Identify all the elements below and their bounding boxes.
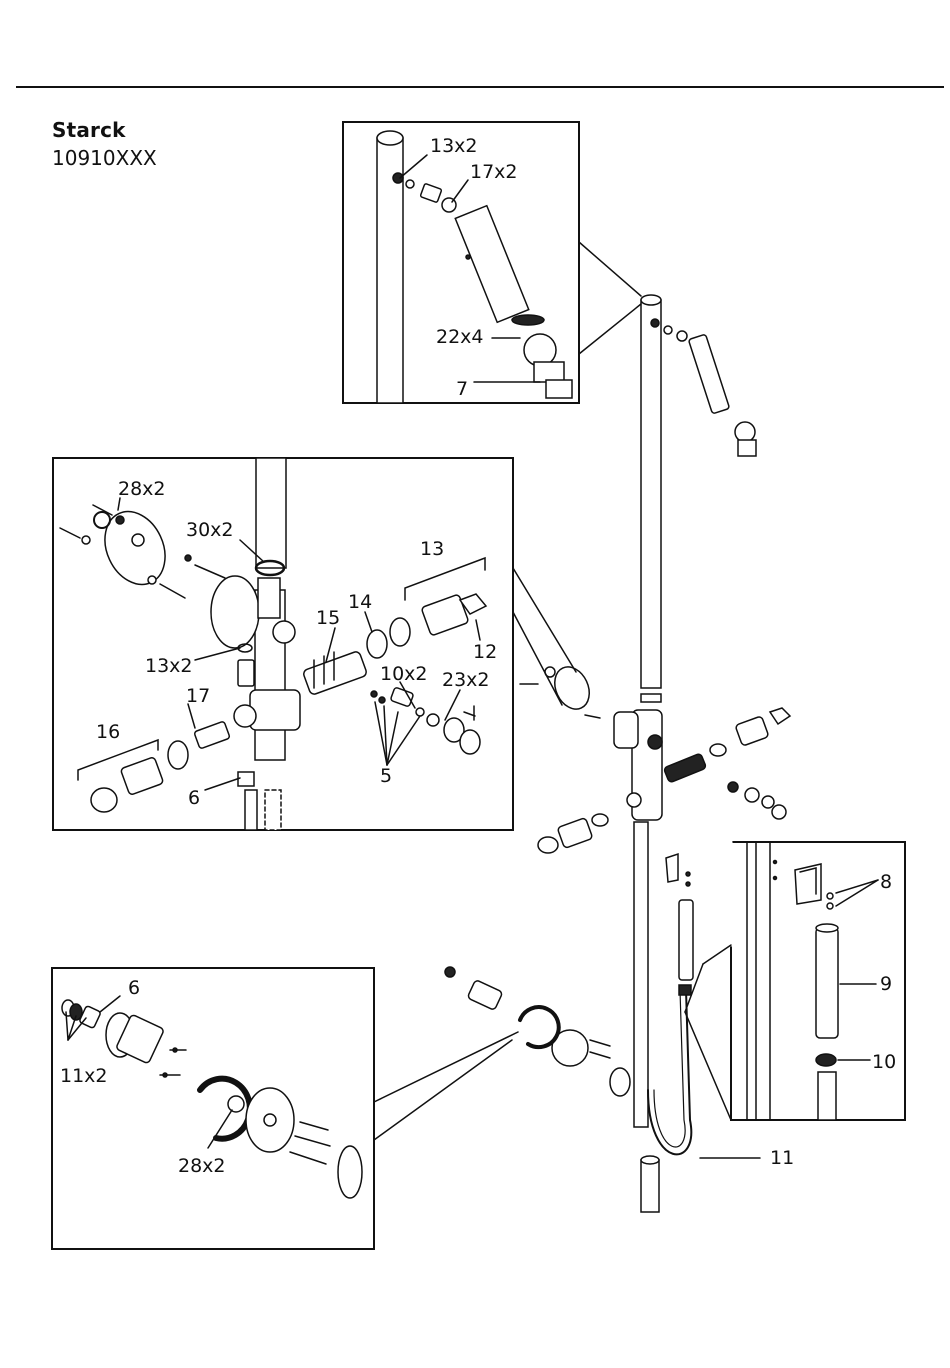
label-main-11: 11 (770, 1147, 794, 1169)
label-left-10x2: 10x2 (380, 663, 428, 685)
label-right-9: 9 (880, 973, 892, 995)
label-right-10: 10 (872, 1051, 896, 1073)
label-left-6: 6 (188, 787, 200, 809)
label-bottom-6: 6 (128, 977, 140, 999)
label-right-8: 8 (880, 871, 892, 893)
label-left-23x2: 23x2 (442, 669, 490, 691)
label-left-5: 5 (380, 765, 392, 787)
label-left-15: 15 (316, 607, 340, 629)
label-left-30x2: 30x2 (186, 519, 234, 541)
label-bottom-28x2: 28x2 (178, 1155, 226, 1177)
label-top-17x2: 17x2 (470, 161, 518, 183)
label-top-7: 7 (456, 378, 468, 400)
label-left-13x2: 13x2 (145, 655, 193, 677)
label-top-22x4: 22x4 (436, 326, 484, 348)
label-left-16: 16 (96, 721, 120, 743)
detail-box-top: 13x2 17x2 22x4 7 (343, 122, 641, 403)
label-left-12: 12 (473, 641, 497, 663)
label-left-28x2: 28x2 (118, 478, 166, 500)
detail-box-right: 8 9 10 (685, 842, 905, 1120)
label-bottom-11x2: 11x2 (60, 1065, 108, 1087)
detail-box-bottom-left: 6 11x2 28x2 (52, 968, 518, 1249)
detail-box-left: 28x2 30x2 13 14 15 12 13x2 10x2 23x2 17 … (53, 458, 576, 830)
label-left-14: 14 (348, 591, 372, 613)
label-left-17: 17 (186, 685, 210, 707)
label-top-13x2: 13x2 (430, 135, 478, 157)
label-left-13: 13 (420, 538, 444, 560)
